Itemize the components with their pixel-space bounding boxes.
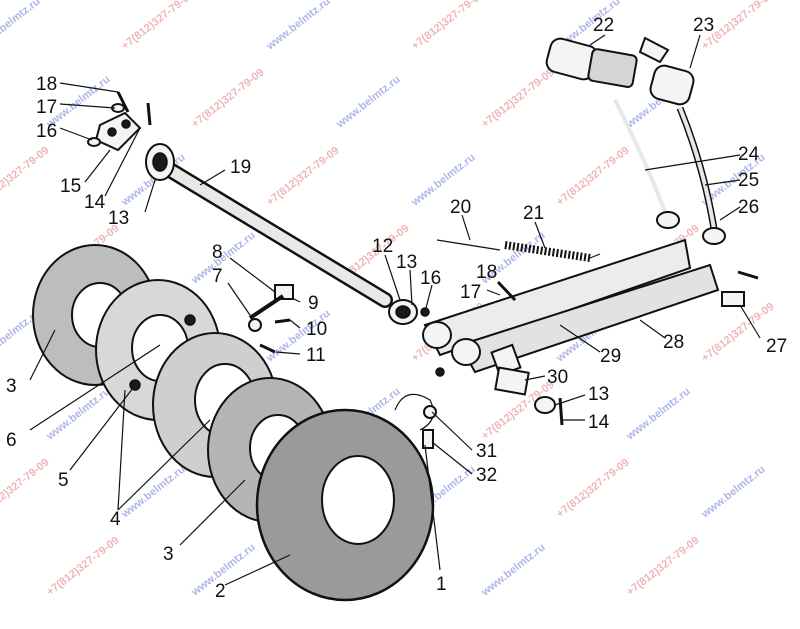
label-part-28: 28 [663,332,684,353]
part-clip [394,393,437,449]
part-shaft [145,143,393,308]
part-pedal-arms [422,238,720,377]
part-brake-housing [255,408,435,602]
label-part-13-mid: 13 [396,252,417,273]
label-part-13: 13 [108,208,129,229]
part-linkage [248,284,294,354]
watermark-text: +7(812)327-79-09 [554,456,631,520]
part-bushing [388,299,418,325]
watermark-text: +7(812)327-79-09 [554,144,631,208]
label-part-23: 23 [693,15,714,36]
part-return-spring [436,239,601,262]
watermark-text: +7(812)327-79-09 [119,0,196,52]
leader-lines [29,34,761,586]
label-part-17: 17 [36,97,57,118]
label-part-13-right: 13 [588,384,609,405]
label-part-18: 18 [36,74,57,95]
watermark-text: www.belmtz.ru [479,541,548,599]
label-part-30: 30 [547,367,568,388]
label-part-22: 22 [593,15,614,36]
part-pedal-stems [613,99,726,245]
watermark-text: www.belmtz.ru [264,0,333,53]
watermark-text: +7(812)327-79-09 [264,144,341,208]
label-part-8: 8 [212,242,223,263]
label-part-3-lower: 3 [163,544,174,565]
label-part-26: 26 [738,197,759,218]
label-part-14: 14 [84,192,106,213]
part-pedal-pads [545,36,695,106]
label-part-11: 11 [306,345,326,366]
label-part-16-mid: 16 [420,268,441,289]
label-part-20: 20 [450,197,471,218]
label-part-10: 10 [306,319,327,340]
label-part-14-right: 14 [588,412,610,433]
label-part-9: 9 [308,293,319,314]
label-part-31: 31 [476,441,497,462]
watermark-text: +7(812)327-79-09 [699,300,776,364]
watermark-text: www.belmtz.ru [624,385,693,443]
watermark-text: +7(812)327-79-09 [0,456,51,520]
watermark-text: www.belmtz.ru [189,229,258,287]
label-part-4: 4 [110,509,121,530]
label-part-24: 24 [738,144,760,165]
label-part-12: 12 [372,236,393,257]
watermark-text: www.belmtz.ru [334,73,403,131]
watermark-text: +7(812)327-79-09 [409,0,486,52]
watermark-text: +7(812)327-79-09 [189,66,266,130]
watermark-text: +7(812)327-79-09 [44,534,121,598]
label-part-29: 29 [600,346,621,367]
label-part-7: 7 [212,266,223,287]
label-part-18-mid: 18 [476,262,497,283]
label-part-3: 3 [6,376,17,397]
part-small-hardware [420,270,759,426]
watermark-text: +7(812)327-79-09 [624,534,701,598]
label-part-15: 15 [60,176,81,197]
part-bracket [87,91,152,152]
watermark-text: www.belmtz.ru [699,463,768,521]
watermark-text: +7(812)327-79-09 [479,66,556,130]
label-part-17-mid: 17 [460,282,481,303]
watermark-text: www.belmtz.ru [0,0,43,53]
label-part-6: 6 [6,430,17,451]
label-part-27: 27 [766,336,787,357]
part-number-labels: 18 17 16 15 14 13 19 3 6 5 4 3 2 1 8 7 9… [6,15,787,602]
label-part-21: 21 [523,203,544,224]
label-part-25: 25 [738,170,759,191]
watermark-text: www.belmtz.ru [119,463,188,521]
label-part-5: 5 [58,470,69,491]
label-part-2: 2 [215,581,226,602]
label-part-19: 19 [230,157,251,178]
label-part-1: 1 [436,574,447,595]
label-part-32: 32 [476,465,497,486]
label-part-16: 16 [36,121,57,142]
watermark-text: +7(812)327-79-09 [0,144,51,208]
